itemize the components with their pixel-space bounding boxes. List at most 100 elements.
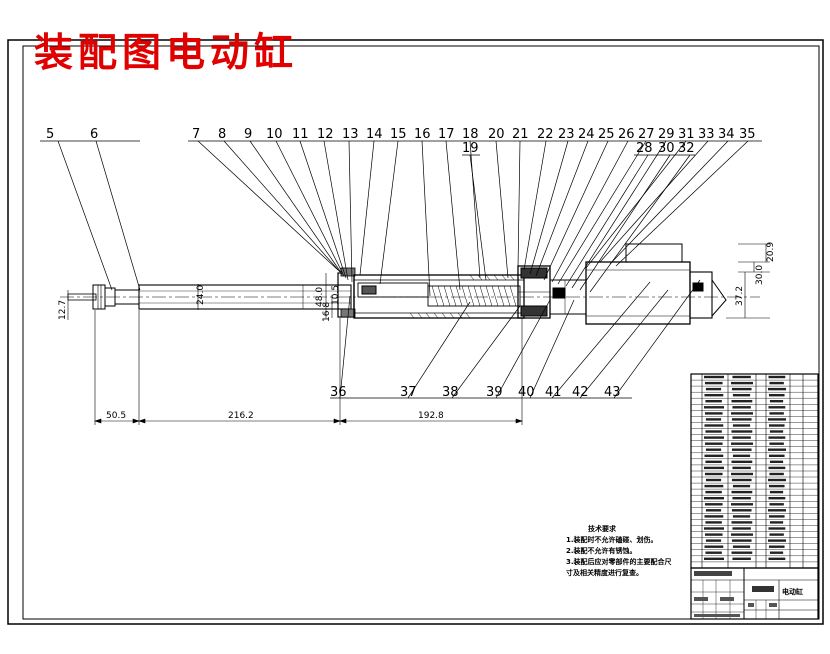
notes-line-3: 3.装配后应对零部件的主要配合尺 xyxy=(566,558,672,566)
drawing-title: 装配图电动缸 xyxy=(34,30,299,76)
parts-list-cell-mark xyxy=(731,472,753,476)
callout-15: 15 xyxy=(390,127,407,142)
dim-30-0: 30.0 xyxy=(755,265,765,285)
parts-list-cell-mark xyxy=(768,557,786,560)
parts-list-cell-mark xyxy=(769,503,784,506)
parts-list-cell-mark xyxy=(768,387,786,391)
parts-list-cell-mark xyxy=(704,412,723,415)
parts-list-cell-mark xyxy=(768,497,786,500)
parts-list-cell-mark xyxy=(731,442,753,445)
callout-42: 42 xyxy=(572,385,589,400)
callout-23: 23 xyxy=(558,127,575,142)
parts-list-cell-mark xyxy=(705,490,722,494)
dim-50-5: 50.5 xyxy=(106,411,126,421)
callout-33: 33 xyxy=(698,127,715,142)
parts-list-cell-mark xyxy=(769,533,784,536)
parts-list-cell-mark xyxy=(769,381,784,385)
parts-list-cell-mark xyxy=(768,448,786,451)
parts-list-cell-mark xyxy=(768,424,785,427)
parts-list-cell-mark xyxy=(769,551,784,554)
dim-48-0: 48.0 xyxy=(315,287,325,307)
callout-14: 14 xyxy=(366,127,383,142)
callout-21: 21 xyxy=(512,127,529,142)
parts-list-cell-mark xyxy=(731,460,753,463)
callout-28: 28 xyxy=(636,141,653,156)
parts-list-cell-mark xyxy=(731,418,752,421)
callout-36: 36 xyxy=(330,385,347,400)
callout-32: 32 xyxy=(678,141,695,156)
notes-heading: 技术要求 xyxy=(588,525,616,533)
parts-list-cell-mark xyxy=(769,490,784,494)
parts-list-cell-mark xyxy=(705,478,722,482)
parts-list-cell-mark xyxy=(768,509,786,512)
callout-37: 37 xyxy=(400,385,417,400)
parts-list-cell-mark xyxy=(768,454,785,457)
callout-8: 8 xyxy=(218,127,226,142)
parts-list-cell-mark xyxy=(731,521,753,524)
parts-list-cell-mark xyxy=(705,387,722,391)
parts-list-cell-mark xyxy=(769,400,784,403)
callout-12: 12 xyxy=(317,127,334,142)
parts-list-cell-mark xyxy=(768,466,786,470)
parts-list-cell-mark xyxy=(732,375,751,379)
callout-22: 22 xyxy=(537,127,554,142)
parts-list-cell-mark xyxy=(704,406,724,409)
parts-list-cell-mark xyxy=(705,539,722,542)
callout-38: 38 xyxy=(442,385,459,400)
callout-27: 27 xyxy=(638,127,655,142)
parts-list-cell-mark xyxy=(731,387,752,391)
parts-list-cell-mark xyxy=(732,527,751,530)
parts-list-cell-mark xyxy=(768,527,786,530)
callout-9: 9 xyxy=(244,127,252,142)
parts-list-cell-mark xyxy=(731,412,753,415)
dimension-lines xyxy=(67,243,770,425)
callouts-bottom: 36 37 38 39 40 41 42 43 xyxy=(330,385,621,400)
parts-list-cell-mark xyxy=(731,503,753,506)
parts-list-cell-mark xyxy=(768,515,785,518)
parts-list-cell-mark xyxy=(731,533,753,536)
parts-list-cell-mark xyxy=(732,484,751,488)
parts-list-cell-mark xyxy=(705,400,722,403)
parts-list-cell-mark xyxy=(732,557,751,560)
parts-list-cell-mark xyxy=(704,424,724,427)
callout-43: 43 xyxy=(604,385,621,400)
dim-24-0: 24.0 xyxy=(196,285,206,305)
callout-29: 29 xyxy=(658,127,675,142)
callout-41: 41 xyxy=(545,385,562,400)
parts-list-cell-mark xyxy=(732,545,751,548)
parts-list-cell-mark xyxy=(705,418,722,421)
parts-list-cell-mark xyxy=(731,430,753,433)
callout-40: 40 xyxy=(518,385,535,400)
parts-list-cell-mark xyxy=(704,515,724,518)
parts-list-cell-mark xyxy=(704,442,723,445)
parts-list-cell-mark xyxy=(731,551,753,554)
notes-line-2: 2.装配不允许有锈蚀。 xyxy=(566,547,637,555)
parts-list-cell-mark xyxy=(705,448,722,451)
parts-list-cell-mark xyxy=(768,545,785,548)
parts-list-cell-mark xyxy=(731,509,752,512)
dim-216-2: 216.2 xyxy=(228,411,254,421)
parts-list xyxy=(690,373,819,569)
parts-list-cell-mark xyxy=(704,436,724,439)
callout-6: 6 xyxy=(90,127,98,142)
callout-26: 26 xyxy=(618,127,635,142)
parts-list-cell-mark xyxy=(705,521,722,524)
parts-list-cell-mark xyxy=(769,472,784,476)
parts-list-cell-mark xyxy=(704,472,723,476)
callout-31: 31 xyxy=(678,127,695,142)
title-block-name: 电动缸 xyxy=(782,587,803,596)
parts-list-cell-mark xyxy=(704,375,724,379)
parts-list-cell-mark xyxy=(704,484,724,488)
parts-list-cell-mark xyxy=(731,478,752,482)
parts-list-cell-mark xyxy=(731,539,752,542)
parts-list-cell-mark xyxy=(768,406,786,409)
parts-list-cell-mark xyxy=(732,436,751,439)
parts-list-cell-mark xyxy=(704,466,724,470)
parts-list-cell-mark xyxy=(732,394,751,397)
callout-16: 16 xyxy=(414,127,431,142)
parts-list-cell-mark xyxy=(704,381,723,385)
parts-list-cell-mark xyxy=(704,503,723,506)
parts-list-cell-mark xyxy=(705,460,722,463)
leader-lines xyxy=(40,140,762,399)
callout-10: 10 xyxy=(266,127,283,142)
